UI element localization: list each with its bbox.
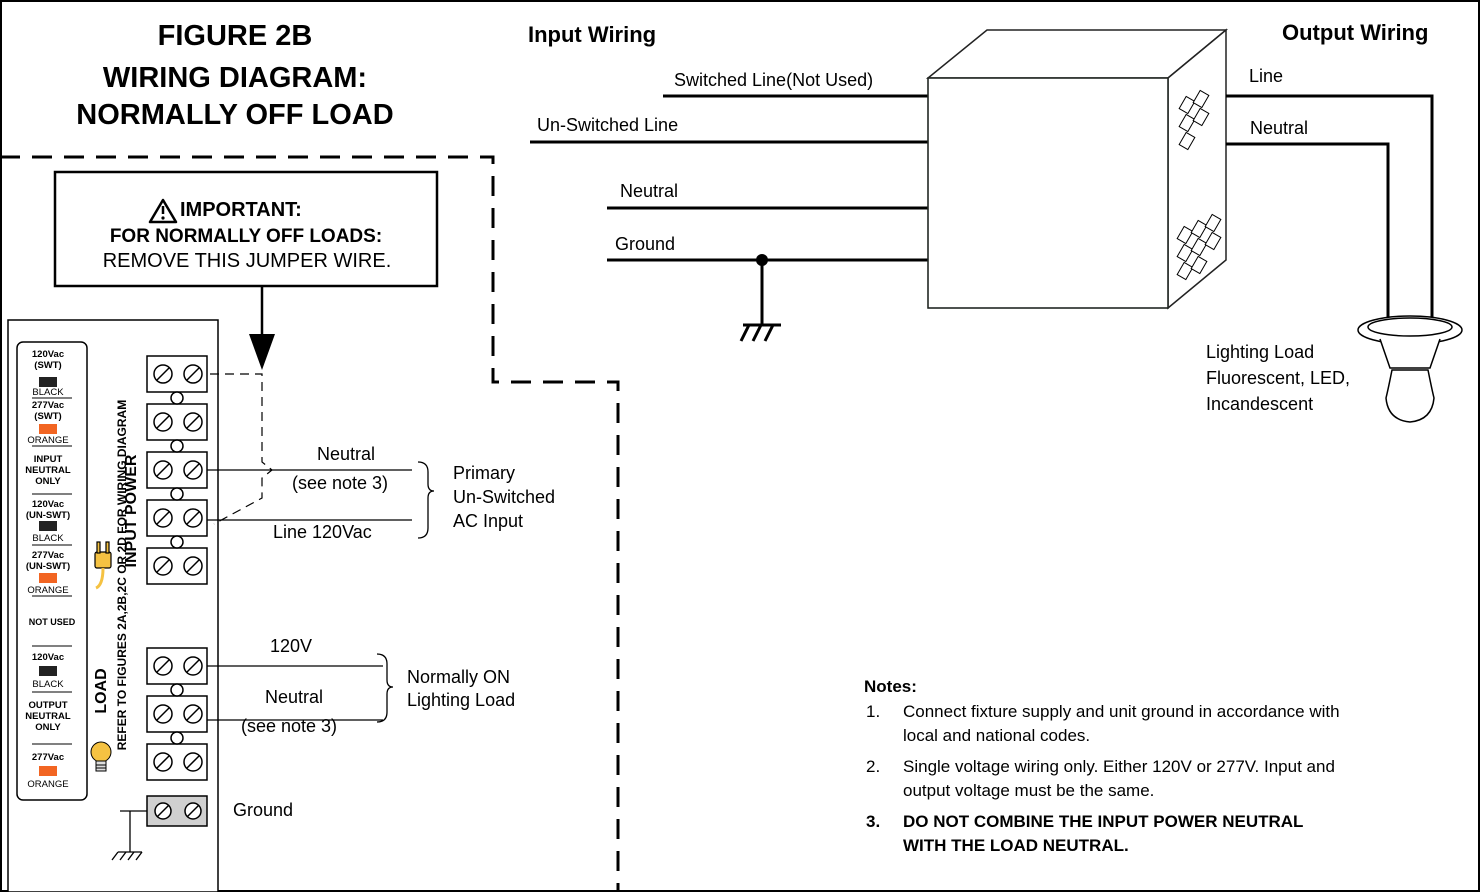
note-1-line2: local and national codes. [903, 726, 1091, 745]
ground-junction [756, 254, 768, 266]
unit-enclosure [925, 28, 1229, 310]
panel-label-4-type: (UN-SWT) [25, 510, 71, 521]
not-used-label: NOT USED [28, 617, 76, 627]
strip-dividers [32, 397, 72, 745]
panel-label-7-a: OUTPUT [28, 700, 68, 711]
load-neutral-label: Neutral [265, 687, 324, 707]
label-strip [16, 341, 88, 801]
panel-label-4-voltage: 120Vac [31, 499, 65, 510]
panel-label-1-type: (SWT) [34, 360, 62, 371]
note-3-line2: WITH THE LOAD NEUTRAL. [903, 836, 1129, 855]
note-1-number: 1. [866, 702, 881, 721]
input-wiring-heading: Input Wiring [528, 22, 657, 47]
dashed-boundary [0, 155, 620, 892]
note-3-number: 3. [866, 812, 881, 831]
line-120vac-label: Line 120Vac [273, 522, 372, 542]
primary-label-2: Un-Switched [453, 487, 556, 507]
see-note-3-b: (see note 3) [241, 716, 338, 736]
load-120v-label: 120V [270, 636, 313, 656]
panel-label-5-voltage: 277Vac [31, 550, 65, 561]
arrow-head [249, 334, 275, 370]
panel-ground-label: Ground [233, 800, 294, 820]
note-3-line1: DO NOT COMBINE THE INPUT POWER NEUTRAL [903, 812, 1304, 831]
switched-line-label: Switched Line(Not Used) [674, 70, 874, 90]
important-box [53, 170, 439, 288]
load-label: LOAD [93, 668, 110, 714]
lighting-load-line1: Lighting Load [1206, 342, 1315, 362]
normally-on-label-1: Normally ON [407, 667, 511, 687]
note-2-line1: Single voltage wiring only. Either 120V … [903, 757, 1335, 776]
see-note-3-a: (see note 3) [292, 473, 389, 493]
unswitched-line-label: Un-Switched Line [537, 115, 679, 135]
panel-label-2-voltage: 277Vac [31, 400, 65, 411]
lighting-load-line3: Incandescent [1206, 394, 1314, 414]
enclosure-vents [1176, 89, 1222, 281]
input-ground-label: Ground [615, 234, 676, 254]
refer-to-figures-label: REFER TO FIGURES 2A,2B,2C OR 2D FOR WIRI… [115, 399, 129, 751]
panel-label-6-voltage: 120Vac [31, 652, 65, 663]
output-line-label: Line [1249, 66, 1284, 86]
plug-icon [94, 541, 112, 590]
terminal-neutral-label: Neutral [317, 444, 376, 464]
figure-title-1: FIGURE 2B [157, 20, 313, 52]
panel-label-3-b: NEUTRAL [25, 465, 71, 476]
input-neutral-label: Neutral [620, 181, 679, 201]
note-2-line2: output voltage must be the same. [903, 781, 1155, 800]
note-1-line1: Connect fixture supply and unit ground i… [903, 702, 1340, 721]
panel-label-8-voltage: 277Vac [31, 752, 65, 763]
terminal-screws [153, 364, 203, 820]
lighting-load-line2: Fluorescent, LED, [1206, 368, 1351, 388]
primary-label-3: AC Input [453, 511, 524, 531]
normally-on-label-2: Lighting Load [407, 690, 516, 710]
figure-title-2: WIRING DIAGRAM: [102, 62, 368, 94]
warning-icon [148, 198, 178, 224]
panel-label-5-color: ORANGE [27, 585, 69, 596]
panel-label-3-c: ONLY [35, 476, 61, 487]
light-bulb [1357, 315, 1463, 423]
panel-label-2-type: (SWT) [34, 411, 62, 422]
output-wiring-heading: Output Wiring [1282, 20, 1429, 45]
panel-label-5-type: (UN-SWT) [25, 561, 71, 572]
note-2-number: 2. [866, 757, 881, 776]
panel-label-6-color: BLACK [32, 679, 64, 690]
panel-label-3-a: INPUT [33, 454, 63, 465]
panel-label-7-c: ONLY [35, 722, 61, 733]
important-line2: FOR NORMALLY OFF LOADS: [109, 226, 383, 247]
input-wiring-lines [530, 94, 930, 342]
important-line3: REMOVE THIS JUMPER WIRE. [102, 250, 392, 272]
panel-label-2-color: ORANGE [27, 435, 69, 446]
brace-load [376, 653, 394, 723]
figure-title-3: NORMALLY OFF LOAD [76, 99, 394, 131]
panel-label-8-color: ORANGE [27, 779, 69, 790]
bulb-icon [90, 741, 112, 772]
terminal-wires [111, 469, 412, 861]
output-neutral-label: Neutral [1250, 118, 1309, 138]
notes-heading: Notes: [864, 677, 917, 696]
primary-label-1: Primary [453, 463, 515, 483]
panel-label-7-b: NEUTRAL [25, 711, 71, 722]
color-swatches [39, 377, 57, 776]
panel-label-1-voltage: 120Vac [31, 349, 65, 360]
panel-label-4-color: BLACK [32, 533, 64, 544]
output-wiring-lines [1226, 94, 1434, 322]
jumper-wire [210, 373, 273, 525]
important-title: IMPORTANT: [180, 199, 302, 221]
panel-label-1-color: BLACK [32, 387, 64, 398]
brace-primary [417, 461, 435, 539]
